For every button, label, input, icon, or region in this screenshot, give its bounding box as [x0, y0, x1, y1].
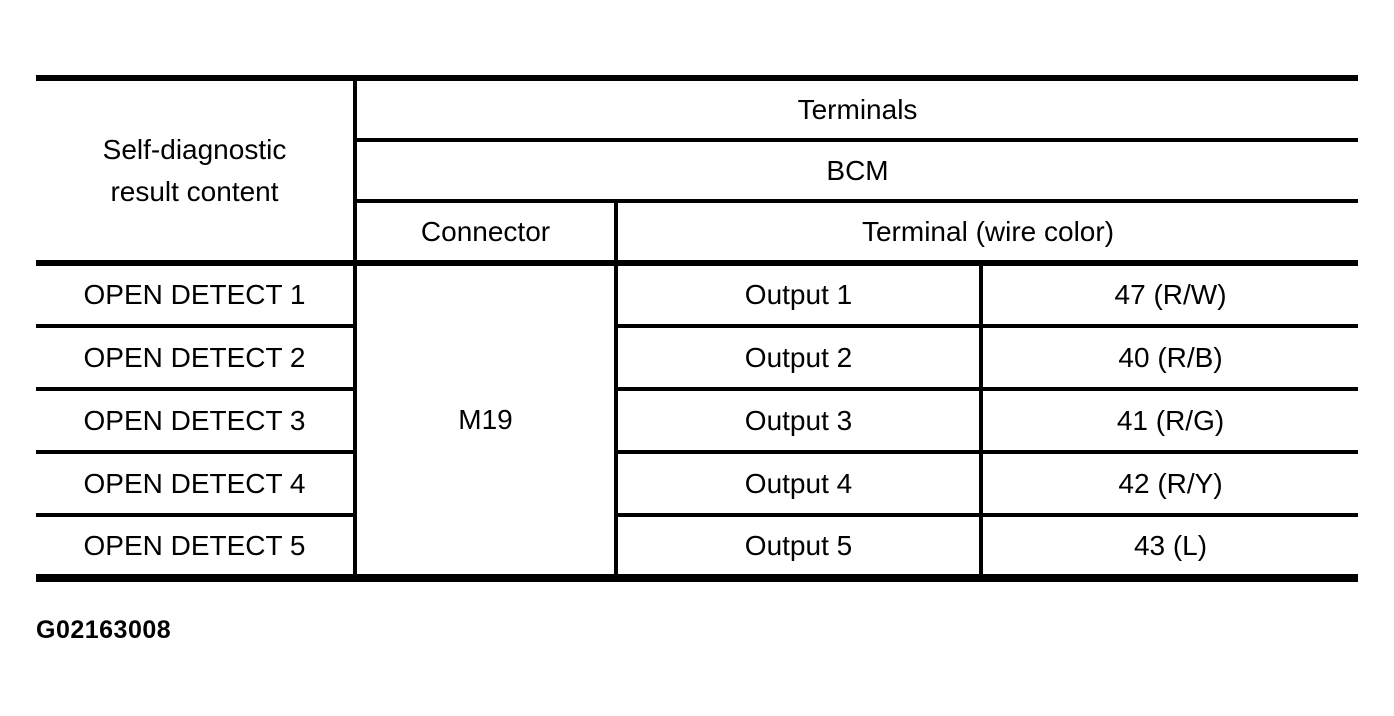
table-row: OPEN DETECT 5 Output 5 43 (L) — [36, 515, 1358, 578]
connector-cell: M19 — [355, 263, 618, 578]
terminal-cell: 41 (R/G) — [981, 389, 1359, 454]
terminal-cell: 47 (R/W) — [981, 263, 1359, 328]
terminal-cell: 40 (R/B) — [981, 326, 1359, 391]
header-bcm: BCM — [355, 140, 1359, 203]
output-cell: Output 1 — [616, 263, 983, 328]
diagnostic-terminal-table: Self-diagnostic result content Terminals… — [36, 75, 1359, 582]
table-row: OPEN DETECT 2 Output 2 40 (R/B) — [36, 326, 1359, 391]
result-content-cell: OPEN DETECT 1 — [36, 263, 357, 328]
table-row: OPEN DETECT 3 Output 3 41 (R/G) — [36, 389, 1359, 454]
header-terminals: Terminals — [355, 78, 1359, 142]
header-connector: Connector — [355, 201, 618, 266]
result-content-cell: OPEN DETECT 5 — [36, 515, 357, 578]
result-content-cell: OPEN DETECT 2 — [36, 326, 357, 391]
terminal-cell: 42 (R/Y) — [981, 452, 1359, 517]
table-row: OPEN DETECT 4 Output 4 42 (R/Y) — [36, 452, 1359, 517]
result-content-cell: OPEN DETECT 4 — [36, 452, 357, 517]
header-terminal-wire-color: Terminal (wire color) — [616, 201, 1359, 266]
output-cell: Output 2 — [616, 326, 983, 391]
result-content-cell: OPEN DETECT 3 — [36, 389, 357, 454]
header-result-content-line1: Self-diagnostic — [102, 133, 287, 165]
terminal-cell: 43 (L) — [1133, 529, 1208, 561]
table-row: OPEN DETECT 1 M19 Output 1 47 (R/W) — [36, 263, 1359, 578]
header-result-content-line2: result content — [110, 175, 279, 207]
output-cell: Output 4 — [616, 452, 983, 517]
figure-id-label: G02163008 — [36, 616, 172, 644]
output-cell: Output 5 — [616, 515, 983, 578]
header-result-content: Self-diagnostic result content — [36, 78, 357, 266]
output-cell: Output 3 — [616, 389, 983, 454]
